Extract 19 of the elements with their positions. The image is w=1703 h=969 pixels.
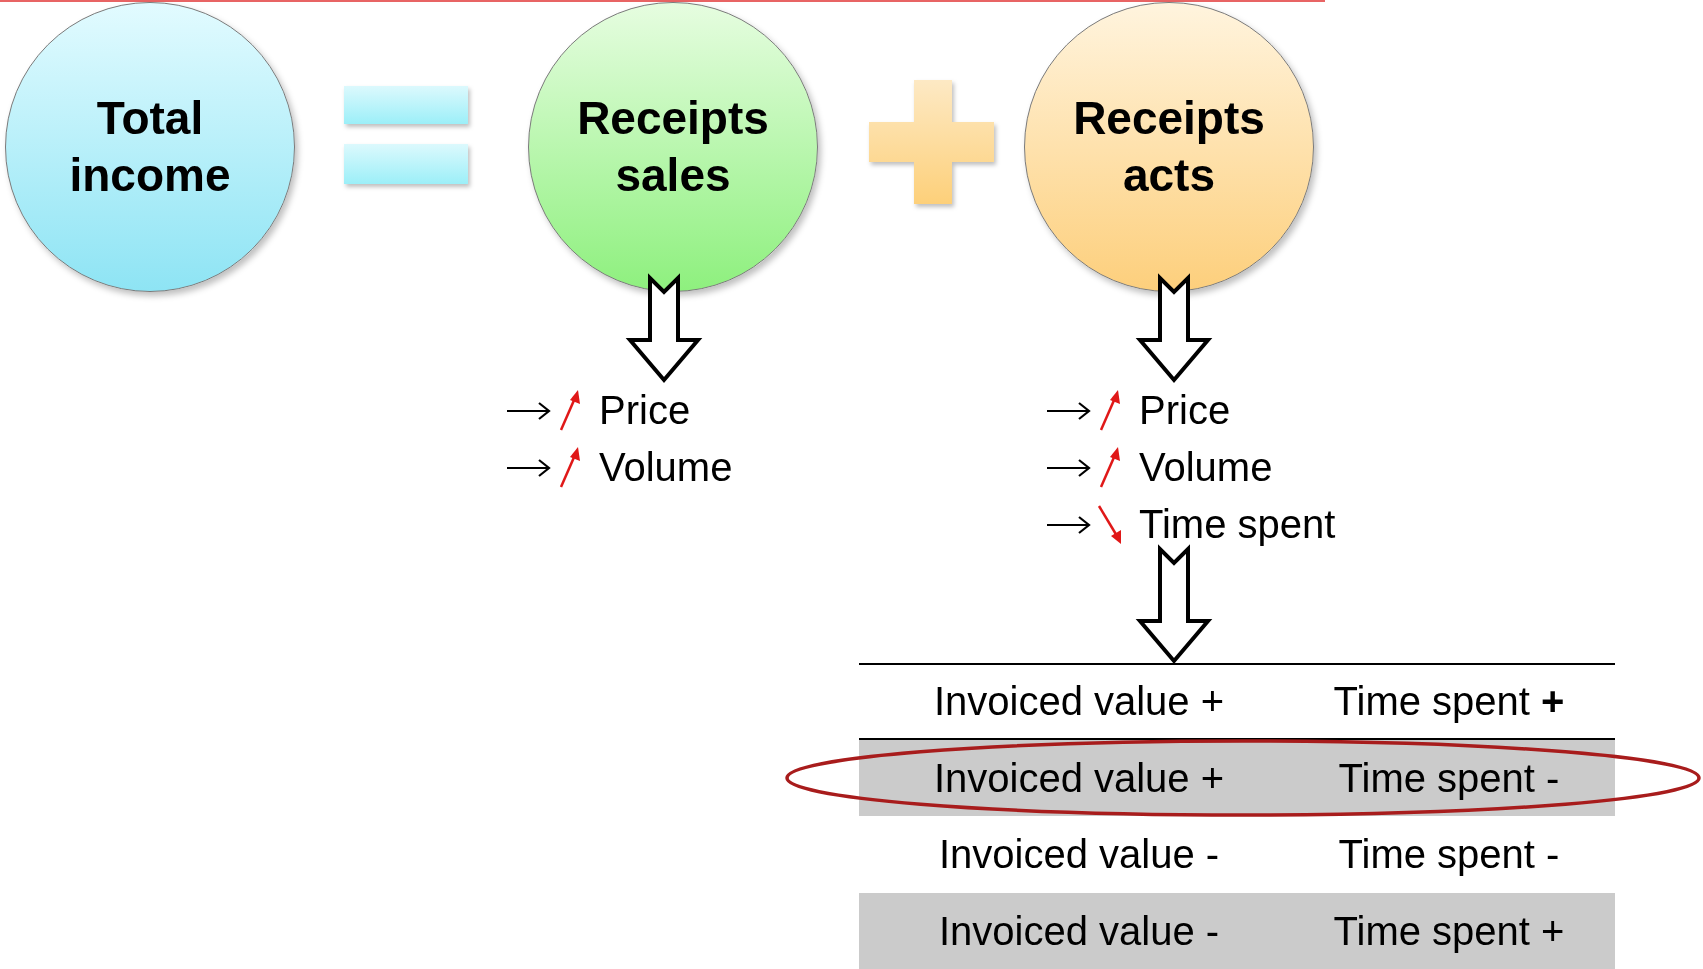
table-cell-text: Invoiced value + [932,678,1226,726]
table-cell-text: Invoiced value - [937,831,1221,879]
factor-label: Price [1139,388,1231,433]
factor-label: Price [599,388,691,433]
table-cell-text: Time spent - [1337,754,1561,802]
circle-label: Receipts acts [1072,90,1266,203]
circle-label: Receipts sales [576,90,770,203]
table-cell-text: Invoiced value - [937,907,1221,955]
factor-label: Volume [599,445,733,490]
block-arrow [625,273,703,384]
table-cell-text: Invoiced value + [932,754,1226,802]
table-cell-text: Time spent + [1332,907,1566,955]
table-cell-text: Time spent + [1332,678,1566,726]
factor-label: Volume [1139,445,1273,490]
factor-label: Time spent [1139,502,1336,547]
block-arrow [1135,273,1213,384]
circle-label: Total income [68,90,232,203]
table-cell-text: Time spent - [1337,831,1561,879]
block-arrow [1135,544,1213,665]
